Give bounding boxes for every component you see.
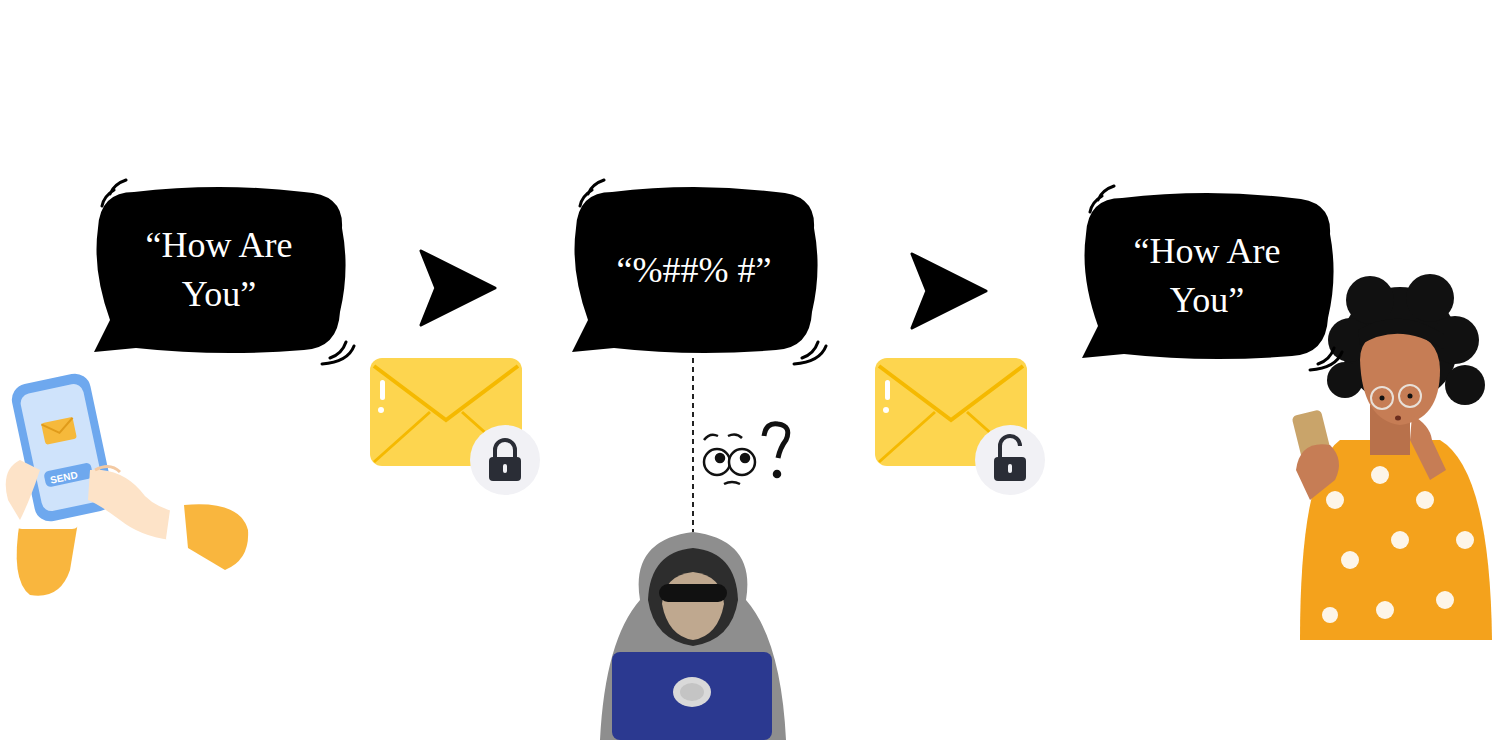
speech-bubble: “%##% #” [570,186,818,354]
bubble-text: “How Are You” [122,221,316,318]
unlocked-envelope [875,358,1045,495]
speech-bubble-shape [1080,192,1334,360]
bubble-content: “%##% #” [605,246,784,295]
speech-bubble-shape [92,186,346,354]
confused-eyes [704,424,788,484]
speech-bubble: “How Are You” [92,186,346,354]
bubble-content: “How Are You” [122,221,316,318]
hacker-figure [600,532,786,740]
phone-hand [6,371,248,596]
speech-bubble: “How Are You” [1080,192,1334,360]
bubble-content: “How Are You” [1110,227,1304,324]
bubble-text: “How Are You” [1110,227,1304,324]
send-arrow [354,251,562,325]
send-arrow [826,254,1072,328]
dashed-line [692,358,694,532]
bubble-text: “%##% #” [605,246,784,295]
locked-envelope [370,358,540,495]
